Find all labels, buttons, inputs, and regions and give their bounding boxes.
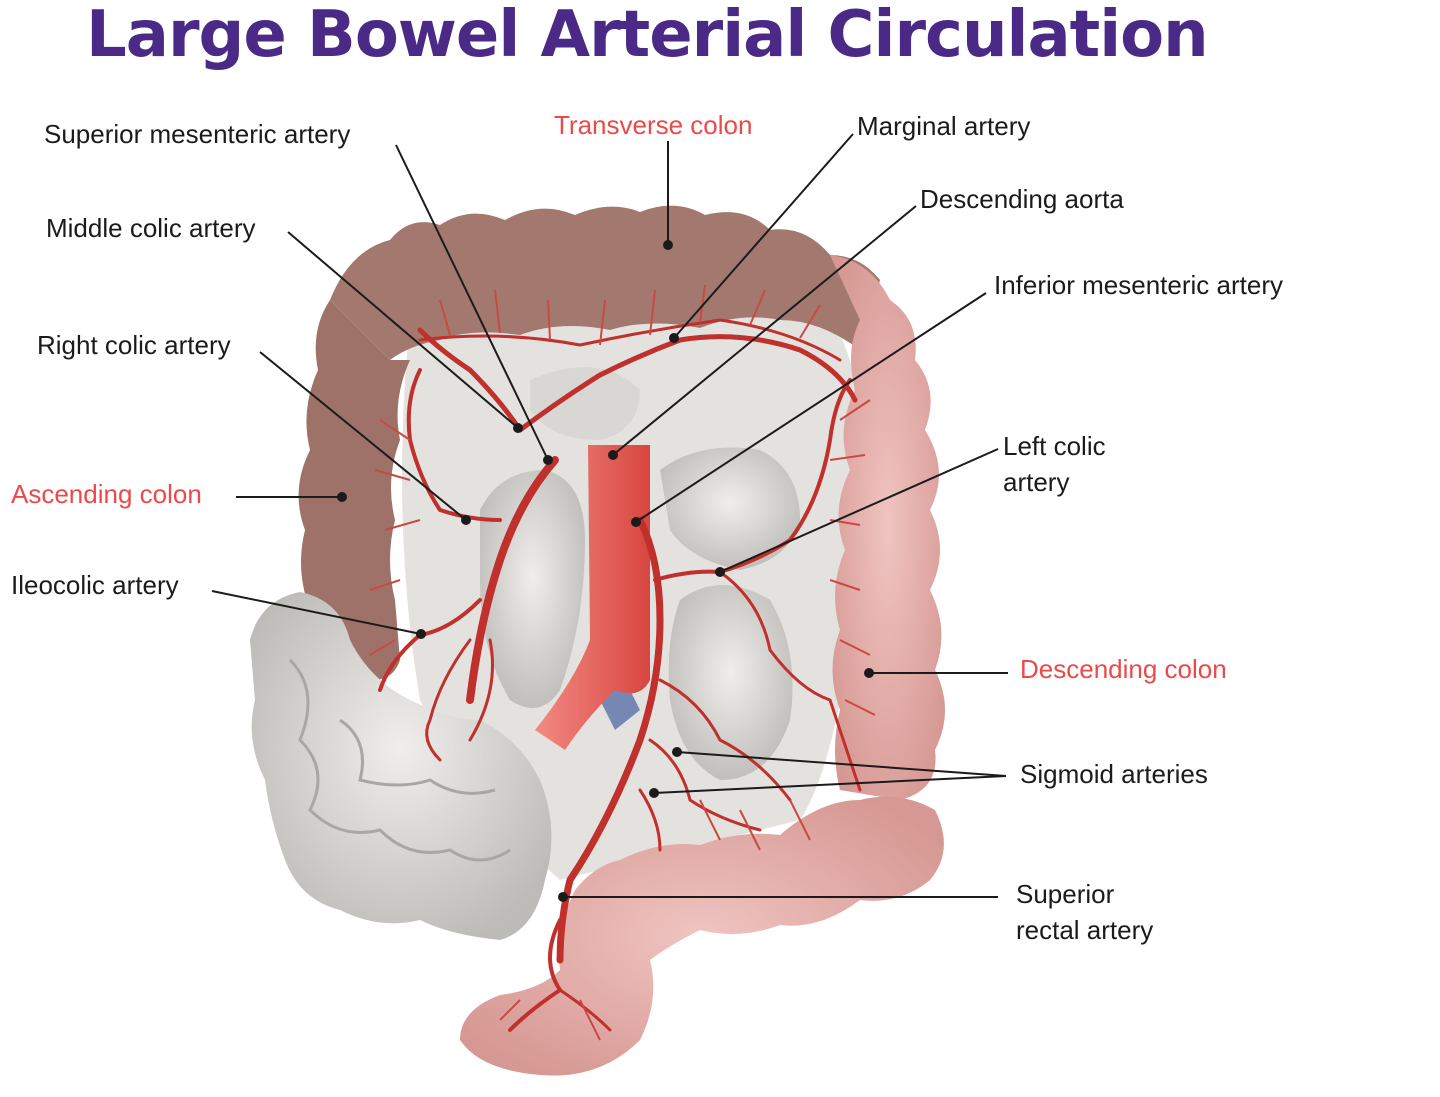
label-right-colic-artery: Right colic artery: [37, 330, 231, 360]
leader-dots: [337, 240, 874, 902]
descending-colon: [830, 255, 945, 800]
descending-aorta: [535, 445, 650, 750]
label-superior-mesenteric-artery: Superior mesenteric artery: [44, 119, 351, 149]
label-inferior-mesenteric-artery: Inferior mesenteric artery: [994, 270, 1283, 300]
leader-lines: [211, 133, 1008, 898]
label-superior-rectal-artery-line1: Superior: [1016, 879, 1115, 909]
organ-lower: [668, 585, 793, 780]
label-superior-rectal-artery-line2: rectal artery: [1016, 915, 1154, 945]
artery-twigs: [369, 284, 876, 1041]
transverse-colon: [330, 205, 880, 360]
organ-right: [660, 447, 800, 570]
label-left-colic-artery-line1: Left colic: [1003, 431, 1106, 461]
label-left-colic-artery-line2: artery: [1003, 467, 1070, 497]
organ-left: [480, 470, 585, 708]
diagram-title: Large Bowel Arterial Circulation: [86, 0, 1209, 72]
label-ascending-colon: Ascending colon: [11, 479, 202, 509]
label-descending-colon: Descending colon: [1020, 654, 1227, 684]
small-intestine: [250, 592, 552, 940]
label-ileocolic-artery: Ileocolic artery: [11, 570, 179, 600]
label-sigmoid-arteries: Sigmoid arteries: [1020, 759, 1208, 789]
label-descending-aorta: Descending aorta: [920, 184, 1124, 214]
label-middle-colic-artery: Middle colic artery: [46, 213, 256, 243]
label-transverse-colon: Transverse colon: [554, 110, 753, 140]
label-marginal-artery: Marginal artery: [857, 111, 1031, 141]
